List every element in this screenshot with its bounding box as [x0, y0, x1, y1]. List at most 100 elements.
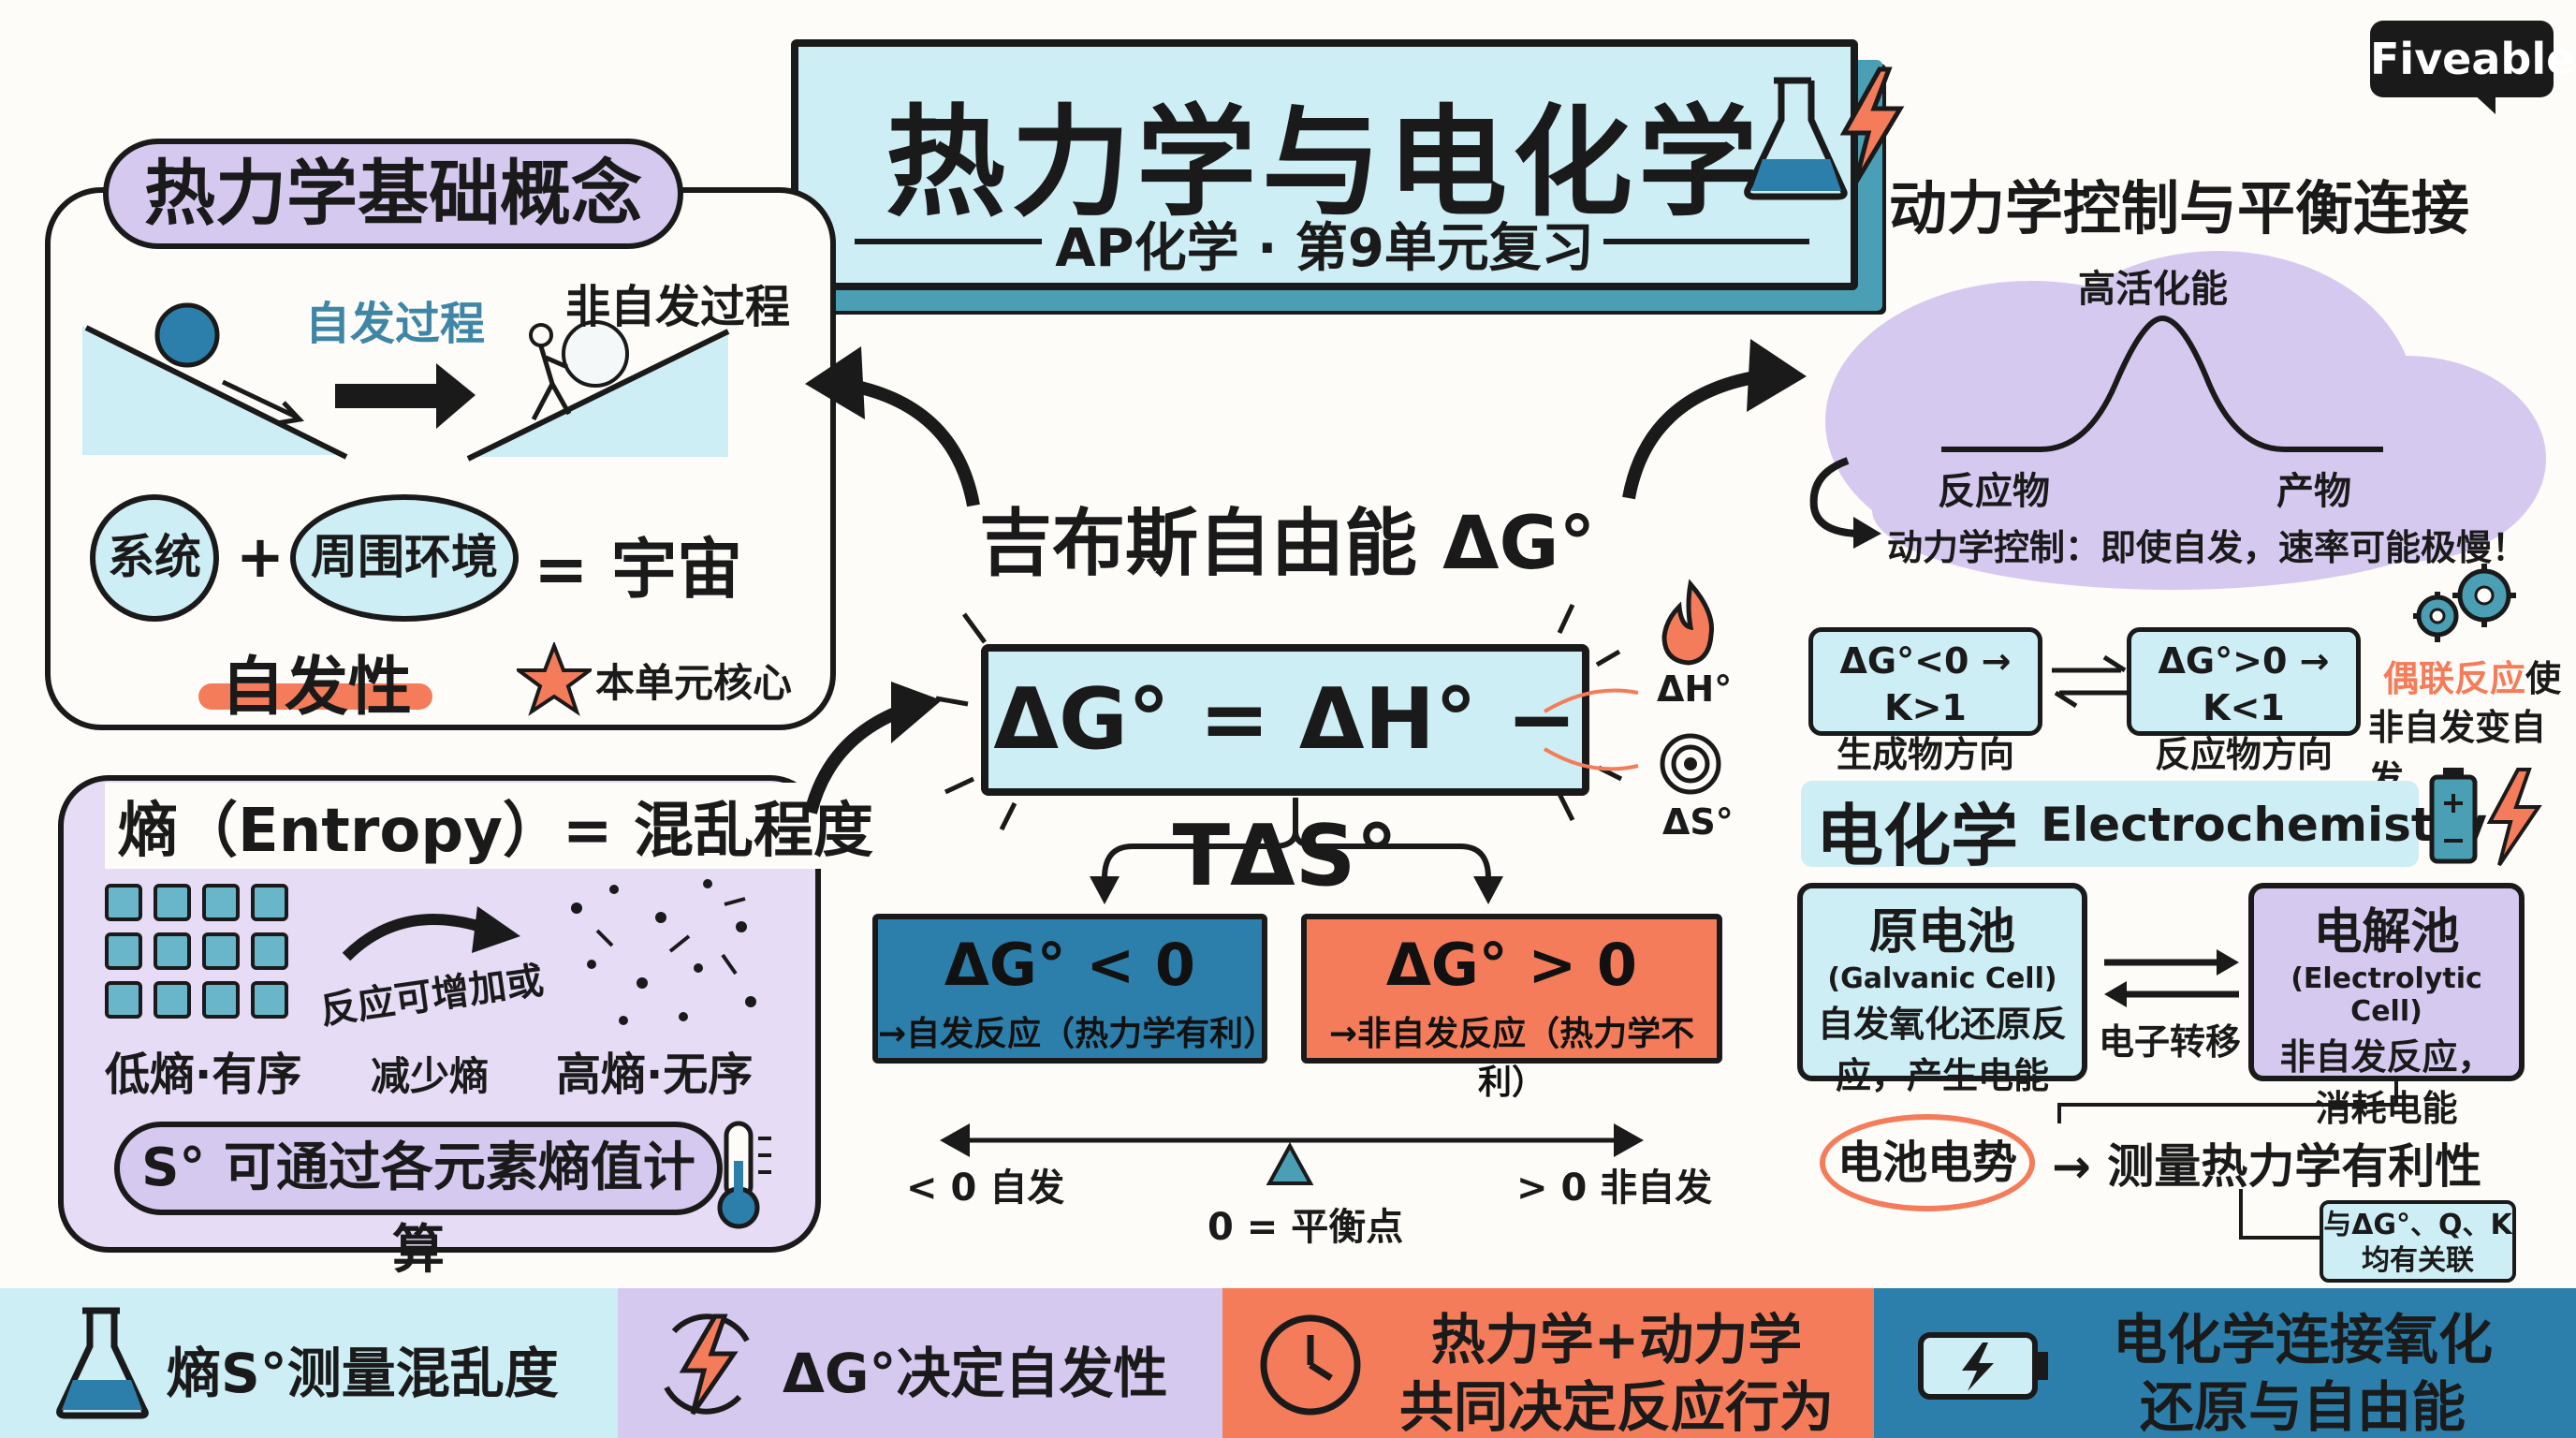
disordered-particles [571, 879, 756, 1025]
summary-item-entropy: 熵S°测量混乱度 [0, 1288, 618, 1438]
gears-icon [2413, 564, 2516, 642]
summary-item-gibbs: ΔG°决定自发性 [618, 1288, 1222, 1438]
arrow-to-basics [805, 346, 980, 507]
swirl-icon [1660, 733, 1721, 795]
scale-left-label: < 0 自发 [906, 1167, 1065, 1210]
low-entropy-label: 低熵·有序 [105, 1049, 302, 1101]
kinetics-note: 动力学控制：即使自发，速率可能极慢！ [1887, 527, 2528, 568]
electrolytic-en: (Electrolytic Cell) [2291, 962, 2482, 1028]
basics-panel [45, 187, 836, 730]
k-less-line2: 反应物方向 [2154, 734, 2333, 775]
summary-item-electro: 电化学连接氧化 还原与自由能 [1874, 1288, 2576, 1438]
lightning-icon [1839, 66, 1905, 185]
coupled-line1: 偶联反应使 [2383, 650, 2561, 701]
fiveable-logo: Fiveable [2370, 21, 2575, 97]
spontaneity-label: 自发性 [221, 651, 413, 725]
scale-mid-label: 0 = 平衡点 [1208, 1206, 1404, 1249]
galvanic-title: 原电池 [1868, 904, 2015, 961]
dg-negative-box: ΔG° < 0 →自发反应（热力学有利） [872, 914, 1278, 1064]
battery-bolt-icon [2429, 768, 2542, 867]
plus-sign: + [236, 522, 285, 591]
logo-tail [2471, 92, 2496, 114]
spontaneity-illustration [82, 302, 730, 462]
link-connector [2239, 1189, 2320, 1240]
electrolytic-line2: 消耗电能 [2315, 1088, 2458, 1129]
surroundings-ellipse: 周围环境 [290, 494, 519, 622]
spontaneity-scale [940, 1123, 1644, 1185]
summary-entropy-text: 熵S°测量混乱度 [167, 1342, 559, 1405]
formula-leader-lines [1543, 688, 1639, 771]
entropy-calc-pill: S° 可通过各元素熵值计算 [114, 1122, 723, 1281]
summary-kinetics-line2: 共同决定反应行为 [1398, 1375, 1834, 1438]
k-less-box: ΔG°>0 → K<1 反应物方向 [2127, 627, 2361, 775]
link-line2: 均有关联 [2362, 1244, 2474, 1277]
clock-icon [1260, 1314, 1361, 1416]
basics-title: 热力学基础概念 [103, 139, 683, 249]
dg-negative-head: ΔG° < 0 [944, 931, 1196, 999]
galvanic-cell-box: 原电池 (Galvanic Cell) 自发氧化还原反 应，产生电能 [1797, 883, 2087, 1096]
formula-burst-lines [935, 603, 1623, 831]
k-greater-box: ΔG°<0 → K>1 生成物方向 [1808, 627, 2042, 775]
activation-energy-curve [1941, 315, 2383, 452]
subtitle-rule-right [1603, 239, 1809, 244]
spontaneity-highlight [198, 683, 432, 710]
title-banner: 热力学与电化学 AP化学 · 第9单元复习 [791, 39, 1858, 290]
cell-potential: 电池电势 [1820, 1114, 2035, 1211]
cloud-part-4 [1872, 431, 2471, 590]
ordered-grid [105, 884, 311, 1024]
system-ellipse: 系统 [90, 494, 219, 622]
curl-arrow-icon [1809, 457, 1881, 549]
electro-title-en: Electrochemistry [2041, 798, 2488, 852]
gibbs-formula: ΔG° = ΔH° − TΔS° [981, 644, 1589, 905]
dh-label: ΔH° [1657, 668, 1733, 710]
dg-positive-box: ΔG° > 0 →非自发反应（热力学不利） [1301, 914, 1722, 1102]
flask-icon [56, 1307, 149, 1419]
ds-label: ΔS° [1662, 801, 1734, 843]
dg-positive-body: →非自发反应（热力学不利） [1328, 1015, 1695, 1102]
flame-icon [1661, 579, 1715, 666]
core-note: 本单元核心 [595, 660, 793, 706]
electron-transfer-arrows [2104, 949, 2239, 1007]
k-greater-line1: ΔG°<0 → K>1 [1839, 640, 2012, 728]
summary-electro-line2: 还原与自由能 [2139, 1375, 2466, 1438]
entropy-arrow-icon [342, 906, 520, 961]
scale-right-label: > 0 非自发 [1516, 1167, 1713, 1210]
galvanic-line2: 应，产生电能 [1835, 1055, 2049, 1096]
coupled-black-text: 使 [2525, 658, 2562, 699]
electrolytic-title: 电解池 [2313, 904, 2460, 961]
summary-kinetics-line1: 热力学+动力学 [1430, 1308, 1803, 1372]
link-box: 与ΔG°、Q、K 均有关联 [2320, 1200, 2516, 1283]
lightning-cycle-icon [664, 1313, 750, 1416]
coupled-red-text: 偶联反应 [2383, 658, 2526, 699]
dg-positive-head: ΔG° > 0 [1385, 931, 1638, 999]
flask-icon [1744, 77, 1848, 200]
connector-line [2057, 1080, 2398, 1123]
arrow-from-entropy [804, 682, 942, 814]
summary-item-kinetics: 热力学+动力学 共同决定反应行为 [1222, 1288, 1874, 1438]
electro-title-bar [1801, 781, 2419, 867]
products-label: 产物 [2276, 470, 2351, 513]
measure-text: → 测量热力学有利性 [2052, 1139, 2482, 1194]
electrolytic-cell-box: 电解池 (Electrolytic Cell) 非自发反应， 消耗电能 [2248, 883, 2525, 1129]
entropy-title: 熵（Entropy）= 混乱程度 [105, 783, 886, 869]
reactants-label: 反应物 [1938, 470, 2050, 513]
galvanic-en: (Galvanic Cell) [1827, 962, 2057, 995]
equilibrium-arrows [2052, 654, 2129, 709]
k-less-line1: ΔG°>0 → K<1 [2158, 640, 2330, 728]
page-title: 热力学与电化学 [885, 94, 1764, 233]
branch-arrows [1090, 798, 1503, 904]
kinetics-title: 动力学控制与平衡连接 [1889, 174, 2470, 242]
galvanic-line1: 自发氧化还原反 [1817, 1004, 2067, 1045]
page-subtitle: AP化学 · 第9单元复习 [1055, 218, 1594, 279]
arrow-to-kinetics [1622, 339, 1807, 500]
summary-electro-line1: 电化学连接氧化 [2112, 1308, 2493, 1372]
star-icon [517, 642, 592, 716]
gibbs-title: 吉布斯自由能 ΔG° [979, 502, 1596, 586]
subtitle-rule-left [855, 239, 1042, 244]
electro-title-cn: 电化学 [1816, 797, 2019, 875]
spontaneous-label: 自发过程 [305, 298, 486, 350]
electrolytic-line1: 非自发反应， [2279, 1036, 2494, 1078]
summary-gibbs-text: ΔG°决定自发性 [783, 1342, 1168, 1405]
battery-icon [1918, 1332, 2048, 1400]
dg-negative-body: →自发反应（热力学有利） [878, 1015, 1278, 1053]
